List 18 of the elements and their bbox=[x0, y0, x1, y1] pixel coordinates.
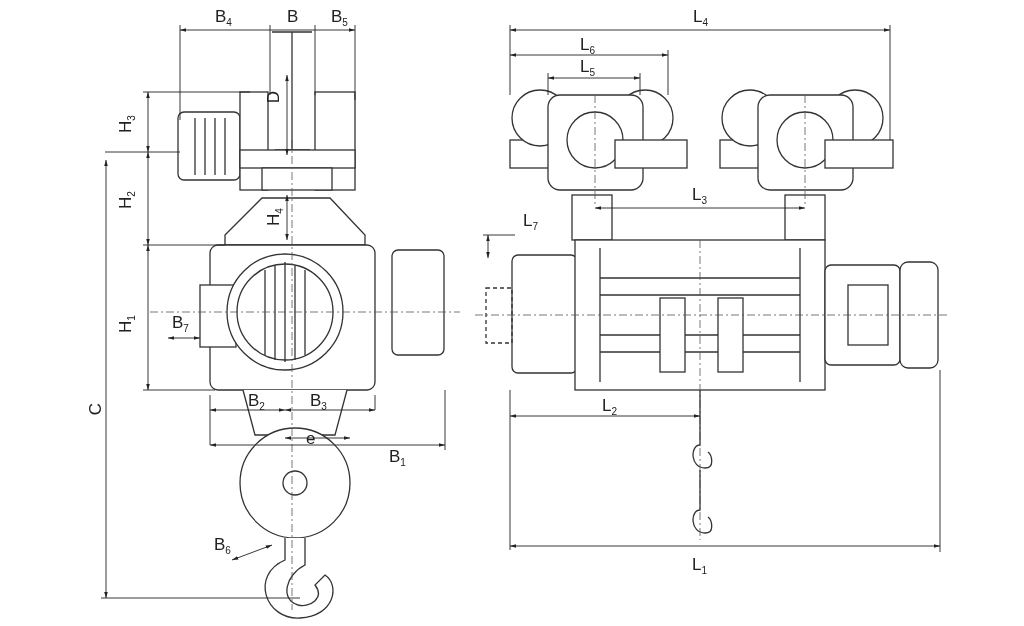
dimension-label: L$_{3}$ bbox=[692, 186, 708, 209]
dimension-label: L$_{4}$ bbox=[693, 8, 709, 31]
dimension-label: B$_{2}$ bbox=[248, 392, 265, 415]
dimension-label: B$_{7}$ bbox=[172, 314, 189, 337]
dimension-label: B$_{4}$ bbox=[215, 8, 232, 31]
dimension-label: B$_{3}$ bbox=[310, 392, 327, 415]
dimension-label: B$_{5}$ bbox=[331, 8, 348, 31]
dimension-label: L$_{1}$ bbox=[692, 556, 708, 579]
dimension-label: B$_{6}$ bbox=[214, 536, 231, 559]
dimension-label: L$_{5}$ bbox=[580, 58, 596, 81]
dimension-label: B$_{1}$ bbox=[389, 448, 406, 471]
dimension-label: D bbox=[265, 90, 284, 104]
dimension-label: C bbox=[87, 402, 106, 416]
dimension-label: L$_{2}$ bbox=[602, 397, 618, 420]
dimension-label: B bbox=[287, 8, 299, 26]
dimension-label: L$_{7}$ bbox=[523, 212, 539, 235]
dimension-label: L$_{6}$ bbox=[580, 36, 596, 59]
dimension-label: e bbox=[306, 430, 316, 448]
